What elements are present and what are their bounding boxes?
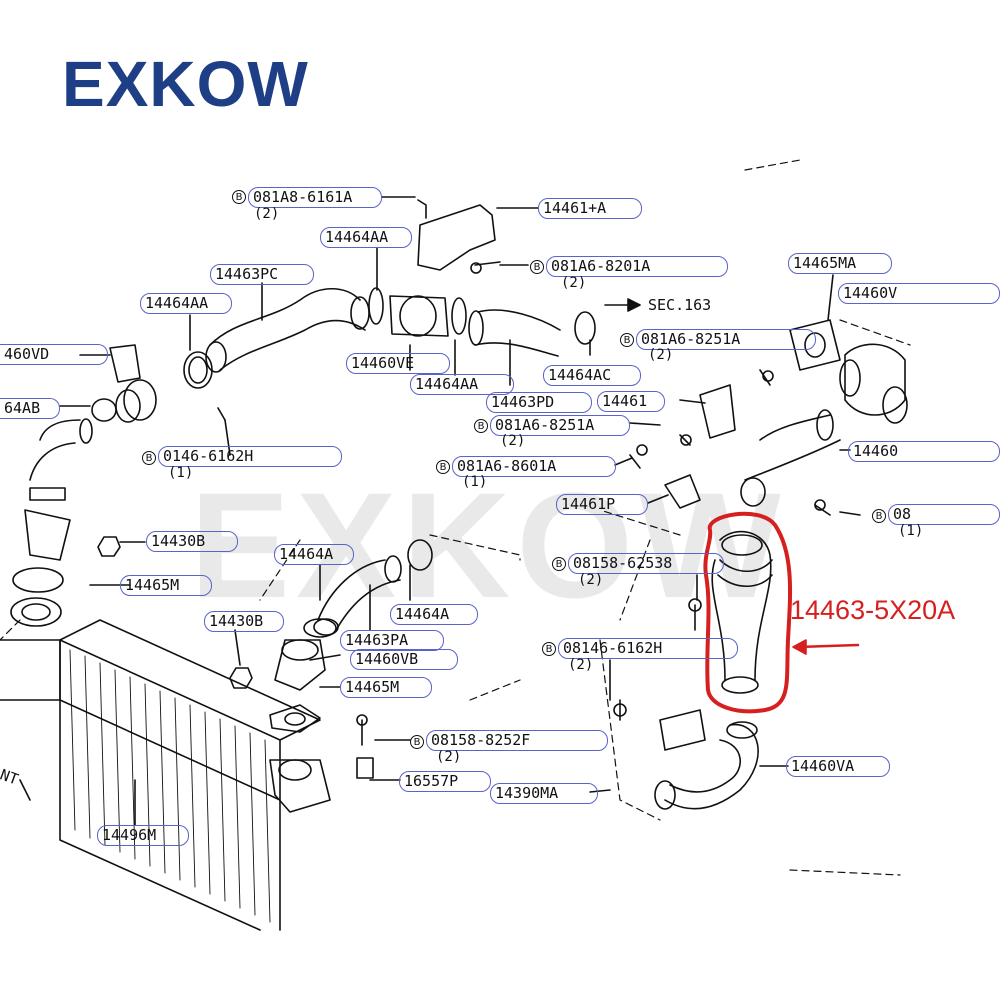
part-label-14460VE: 14460VE	[346, 353, 450, 374]
part-label-14465MA: 14465MA	[788, 253, 892, 274]
part-label-08158-62538: 08158-62538	[568, 553, 724, 574]
part-label-14430B-left: 14430B	[146, 531, 238, 552]
part-label-14461: 14461	[597, 391, 665, 412]
part-label-14464AA-top: 14464AA	[320, 227, 412, 248]
part-label-14465M-left: 14465M	[120, 575, 212, 596]
watermark-text: EXKOW	[190, 461, 787, 629]
part-label-14496M: 14496M	[97, 825, 189, 846]
part-label-14463PA: 14463PA	[340, 630, 444, 651]
qty-label: (2)	[568, 657, 594, 673]
bolt-b-marker: B	[410, 735, 424, 749]
bolt-b-marker: B	[474, 419, 488, 433]
bolt-b-marker: B	[620, 333, 634, 347]
part-label-14464A-lower: 14464A	[390, 604, 478, 625]
part-label-14460VB: 14460VB	[350, 649, 458, 670]
part-label-14464AA-mid: 14464AA	[410, 374, 514, 395]
part-label-14460VD: 460VD	[0, 344, 108, 365]
part-label-14460V: 14460V	[838, 283, 1000, 304]
qty-label: (2)	[436, 749, 462, 765]
part-label-14460VA: 14460VA	[786, 756, 890, 777]
part-label-14461P: 14461P	[556, 494, 648, 515]
part-label-14465M-mid: 14465M	[340, 677, 432, 698]
bolt-b-marker: B	[530, 260, 544, 274]
bolt-b-marker: B	[436, 460, 450, 474]
part-label-14463PD: 14463PD	[486, 392, 592, 413]
part-label-14464AA-left: 14464AA	[140, 293, 232, 314]
bolt-b-marker: B	[552, 557, 566, 571]
part-label-14461+A: 14461+A	[538, 198, 642, 219]
bolt-b-marker: B	[232, 190, 246, 204]
part-label-0146-6162H: 0146-6162H	[158, 446, 342, 467]
bolt-b-marker: B	[142, 451, 156, 465]
part-label-081A6-8201A: 081A6-8201A	[546, 256, 728, 277]
highlight-part-number: 14463-5X20A	[790, 595, 956, 625]
part-label-14464A-upper: 14464A	[274, 544, 354, 565]
bolt-b-marker: B	[542, 642, 556, 656]
qty-label: (1)	[168, 465, 194, 481]
qty-label: (2)	[578, 572, 604, 588]
part-label-081A8-6161A: 081A8-6161A	[248, 187, 382, 208]
part-label-08158-8252F: 08158-8252F	[426, 730, 608, 751]
part-label-16557P: 16557P	[399, 771, 491, 792]
part-label-14430B-mid: 14430B	[204, 611, 284, 632]
part-label-14464AC: 14464AC	[543, 365, 641, 386]
part-label-081A6-8601A: 081A6-8601A	[452, 456, 616, 477]
part-label-14390MA: 14390MA	[490, 783, 598, 804]
part-label-14464AB: 64AB	[0, 398, 60, 419]
qty-label: (2)	[254, 206, 280, 222]
part-label-14463PC: 14463PC	[210, 264, 314, 285]
part-label-081A6-8251A-mid: 081A6-8251A	[490, 415, 630, 436]
qty-label: (2)	[561, 275, 587, 291]
bolt-b-marker: B	[872, 509, 886, 523]
part-label-08-right: 08	[888, 504, 1000, 525]
qty-label: (1)	[462, 474, 488, 490]
brand-logo: EXKOW	[62, 48, 309, 120]
part-label-08146-6162H: 08146-6162H	[558, 638, 738, 659]
part-label-14460-right: 14460	[848, 441, 1000, 462]
part-label-081A6-8251A-right: 081A6-8251A	[636, 329, 816, 350]
qty-label: (2)	[648, 347, 674, 363]
qty-label: (1)	[898, 523, 924, 539]
qty-label: (2)	[500, 433, 526, 449]
section-reference: SEC.163	[648, 296, 712, 314]
